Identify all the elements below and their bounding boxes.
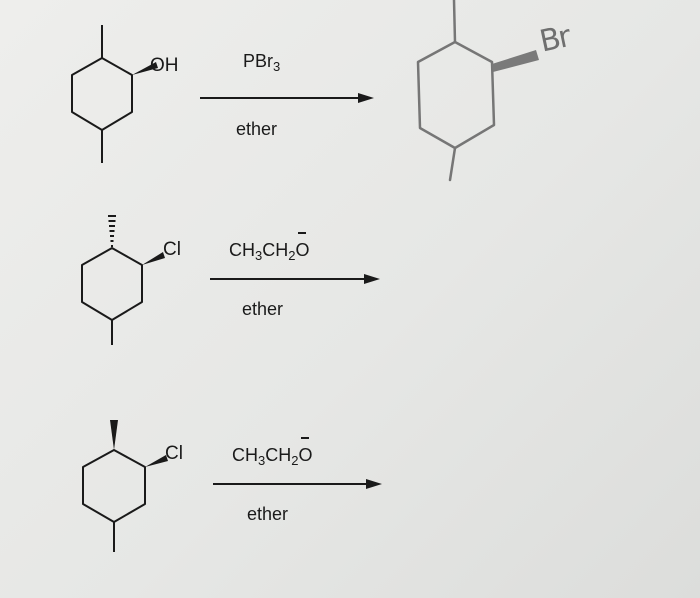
alkoxide-anion-2: O [295,232,310,260]
reaction-arrow-2 [210,274,380,284]
reagent-2: CH3CH2O [229,232,310,263]
hashed-bond-methyl-2 [108,215,116,247]
solvent-1: ether [236,119,278,139]
cyclohexane-ring-2 [81,247,143,321]
solvent-3: ether [247,504,289,524]
pencil-wedge-br [492,50,539,72]
pencil-product-ring [416,0,496,182]
substituent-label-2: Cl [163,239,181,260]
wedge-bond-oh [132,62,158,75]
alkoxide-anion-3: O [298,437,313,465]
reagent-3: CH3CH2O [232,437,313,468]
reagent-1: PBr3 [243,51,281,74]
substituent-label-3: Cl [165,443,183,464]
reaction-arrow-1 [200,93,374,103]
wedge-methyl-3 [110,420,118,450]
cyclohexane-ring-1 [71,57,133,131]
substituent-label-1: OH [150,55,179,76]
wedge-bond-cl-3 [145,455,168,467]
wedge-bond-cl-2 [142,252,165,265]
reaction-arrow-3 [213,479,382,489]
cyclohexane-ring-3 [82,449,146,523]
solvent-2: ether [242,299,284,319]
